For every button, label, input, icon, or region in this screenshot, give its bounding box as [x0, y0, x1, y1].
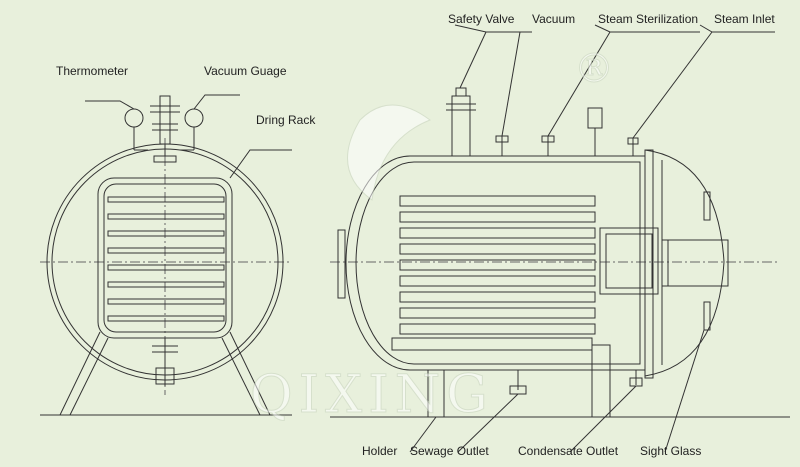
label-vacuum: Vacuum — [532, 12, 576, 26]
end-view — [40, 94, 292, 416]
safety-valve — [451, 95, 471, 157]
side-shelves — [391, 195, 596, 351]
bottom-nozzle — [152, 338, 178, 386]
top-nozzle — [150, 95, 180, 163]
label-safety-valve: Safety Valve — [448, 12, 515, 26]
top-fittings — [446, 87, 639, 157]
thermometer-dial — [124, 108, 144, 128]
label-holder: Holder — [362, 444, 398, 458]
holder-right — [591, 344, 611, 418]
label-steam-sterilization: Steam Sterilization — [598, 12, 699, 26]
qixing-watermark: QIXING ® — [250, 46, 615, 426]
drying-shelves — [107, 196, 225, 322]
door-lock-housing — [599, 227, 659, 295]
label-dring-rack: Dring Rack — [256, 113, 316, 127]
steam-inlet-valve — [587, 107, 603, 129]
label-sewage-outlet: Sewage Outlet — [410, 444, 489, 458]
vacuum-gauge-dial — [184, 108, 204, 128]
label-thermometer: Thermometer — [56, 64, 129, 78]
label-sight-glass: Sight Glass — [640, 444, 702, 458]
svg-text:QIXING: QIXING — [250, 365, 494, 425]
svg-text:®: ® — [574, 46, 614, 92]
support-legs — [40, 331, 292, 416]
label-condensate-outlet: Condensate Outlet — [518, 444, 619, 458]
label-steam-inlet: Steam Inlet — [714, 12, 775, 26]
front-door — [644, 149, 725, 377]
rear-flange — [337, 229, 346, 299]
label-vacuum-guage: Vacuum Guage — [204, 64, 287, 78]
door-hinge-block — [661, 239, 729, 287]
